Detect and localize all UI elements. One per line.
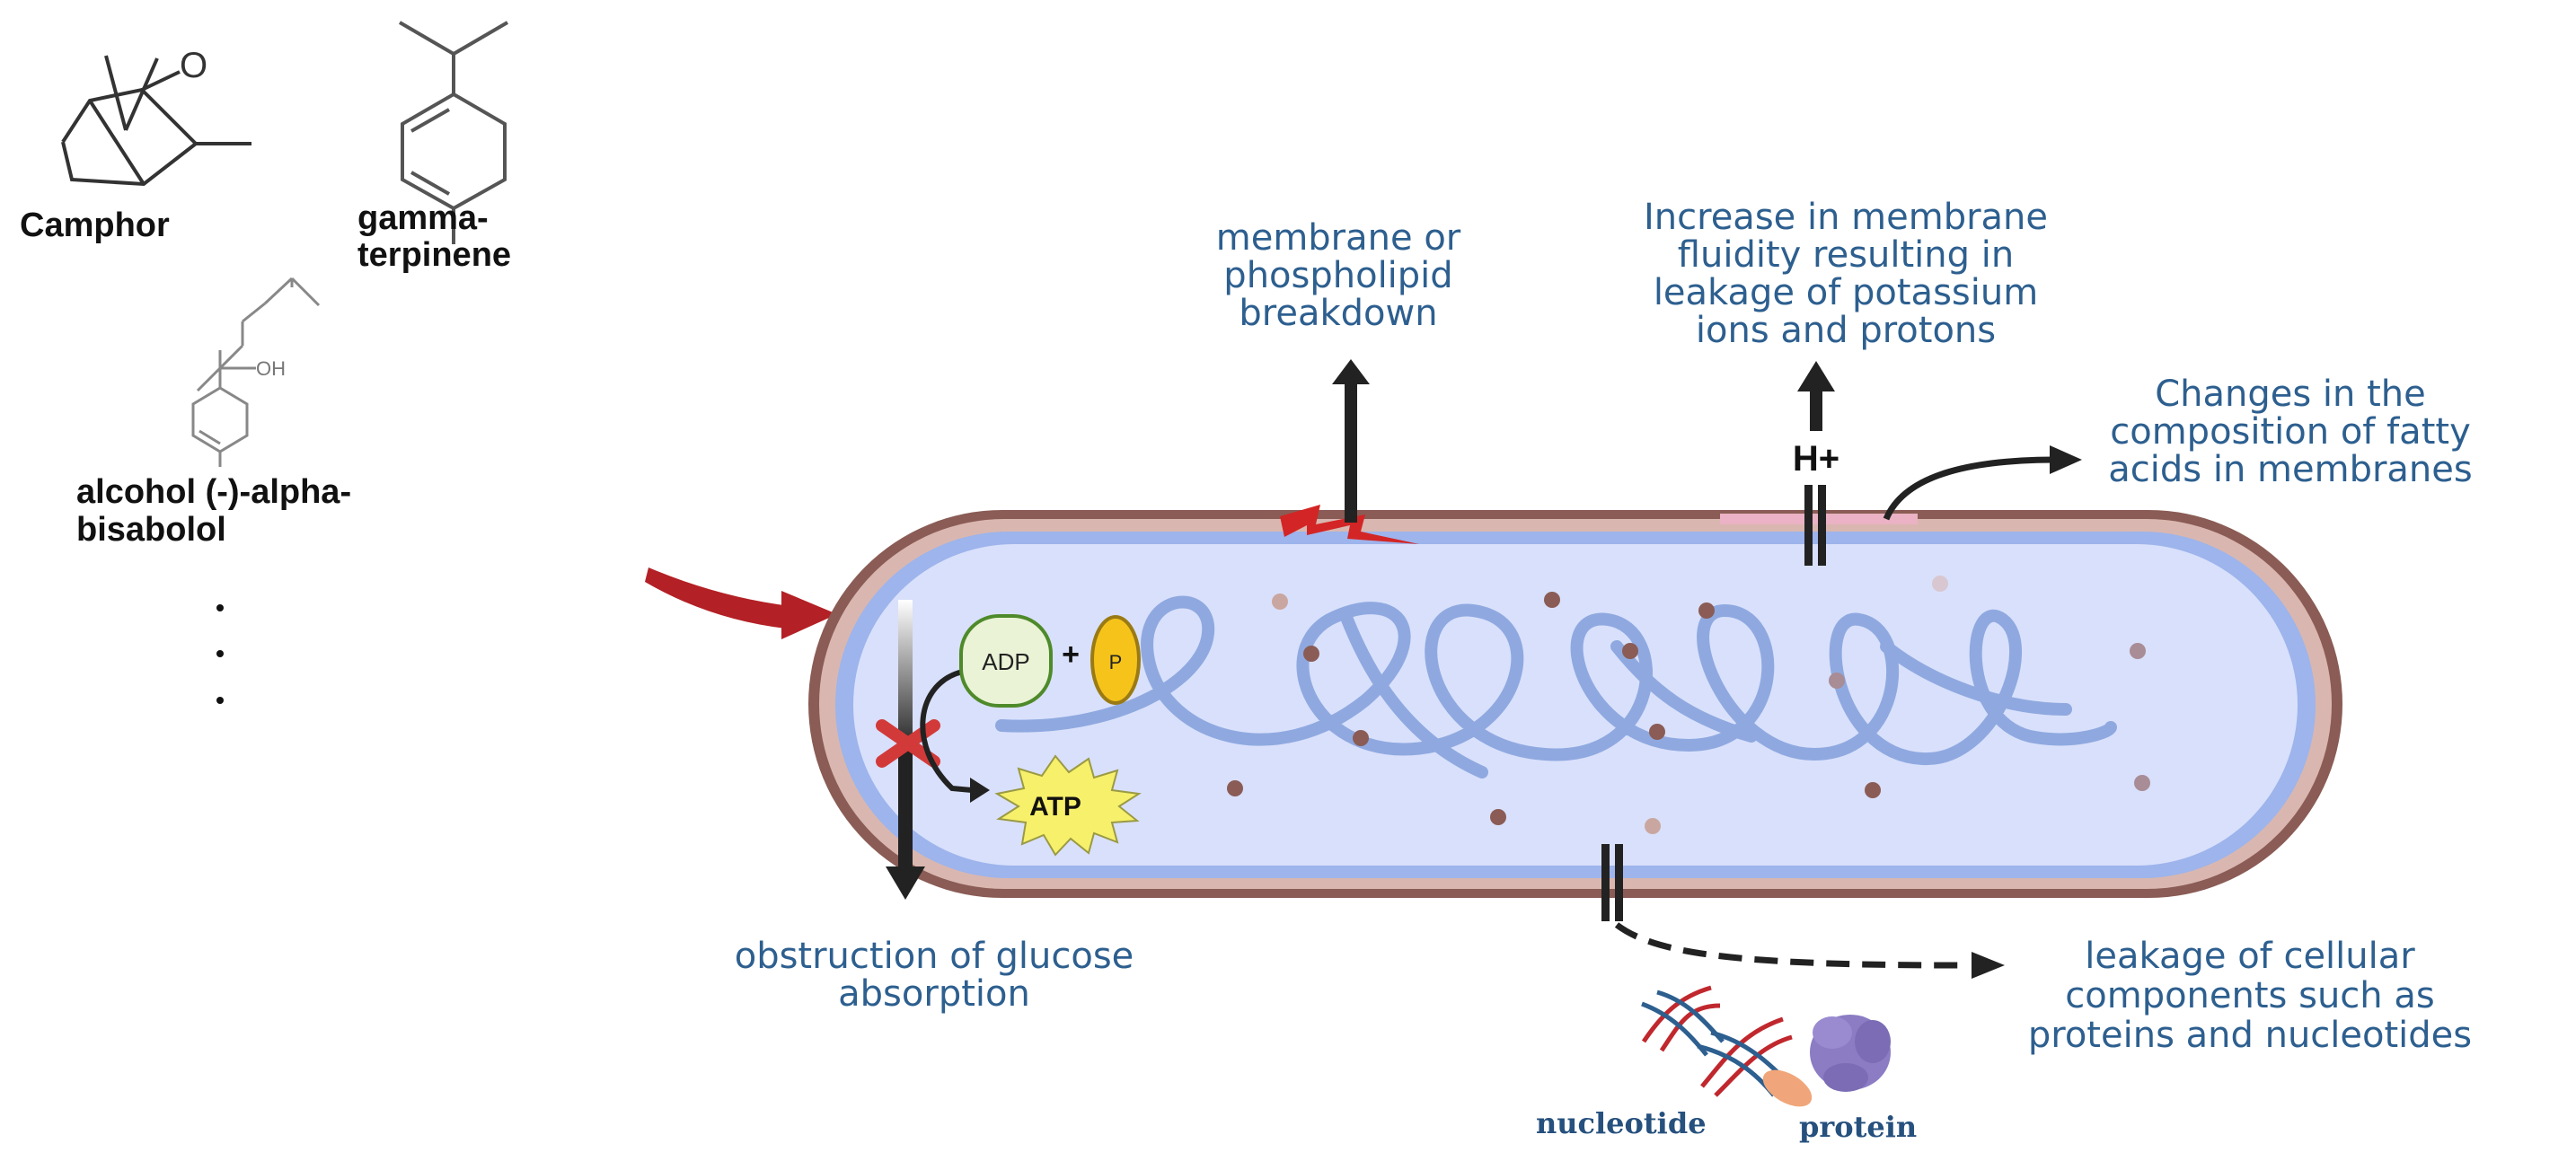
lightning-icon xyxy=(1280,505,1419,544)
phosphate-label: P xyxy=(1109,651,1123,673)
bisabolol-oh: OH xyxy=(256,357,286,380)
leakage-channel xyxy=(1601,844,1623,921)
leakage-arrow xyxy=(1614,922,2005,979)
protein-icon xyxy=(1762,1015,1891,1107)
leakage-label-2: components such as xyxy=(2065,975,2434,1016)
fluidity-label-4: ions and protons xyxy=(1696,310,1996,351)
membrane-breakdown-label-3: breakdown xyxy=(1239,293,1437,334)
fluidity-label-1: Increase in membrane xyxy=(1644,197,2048,238)
proton-leak-arrow xyxy=(1797,361,1835,431)
atp-label: ATP xyxy=(1029,792,1081,822)
gamma-terpinene-structure xyxy=(398,21,509,244)
fluidity-label-3: leakage of potassium xyxy=(1654,272,2038,313)
plus-sign: + xyxy=(1062,638,1080,672)
gamma-terpinene-label-1: gamma- xyxy=(357,199,489,237)
gamma-terpinene-label-2: terpinene xyxy=(357,236,511,274)
fatty-acid-label-1: Changes in the xyxy=(2155,374,2426,415)
leakage-label-3: proteins and nucleotides xyxy=(2028,1015,2472,1056)
protein-label: protein xyxy=(1799,1110,1917,1144)
nucleotide-label: nucleotide xyxy=(1536,1106,1707,1140)
cytoplasm-particles xyxy=(1227,576,2150,834)
fluidity-label-2: fluidity resulting in xyxy=(1678,234,2014,276)
nucleotide-icon xyxy=(1641,985,1793,1097)
atp-burst xyxy=(994,754,1142,857)
bacterial-cell xyxy=(808,510,2342,898)
h-plus-label: H+ xyxy=(1793,439,1839,479)
adp-to-atp-arrow xyxy=(920,669,990,803)
bisabolol-label-1: alcohol (-)-alpha- xyxy=(76,473,351,511)
bisabolol-label-2: bisabolol xyxy=(76,511,226,549)
proton-channel xyxy=(1804,485,1826,566)
camphor-label: Camphor xyxy=(20,207,170,244)
adp-molecule xyxy=(959,614,1053,708)
dna-coil xyxy=(995,595,2117,778)
glucose-label-2: absorption xyxy=(838,973,1030,1015)
compound-entry-arrow xyxy=(645,567,837,639)
glucose-label-1: obstruction of glucose xyxy=(735,936,1134,977)
membrane-breakdown-arrow xyxy=(1332,359,1370,523)
camphor-structure xyxy=(61,55,251,187)
adp-label: ADP xyxy=(982,648,1029,675)
leakage-label-1: leakage of cellular xyxy=(2085,936,2415,977)
phosphate-molecule xyxy=(1090,615,1141,705)
camphor-oxygen: O xyxy=(180,46,207,85)
fatty-acid-label-2: composition of fatty xyxy=(2110,411,2470,453)
ellipsis-dots xyxy=(216,604,224,704)
membrane-breakdown-label-2: phospholipid xyxy=(1223,255,1452,296)
membrane-breakdown-label-1: membrane or xyxy=(1216,217,1461,259)
fatty-acid-arrow xyxy=(1883,445,2082,521)
bisabolol-structure xyxy=(191,277,321,467)
fatty-acid-label-3: acids in membranes xyxy=(2108,449,2472,490)
